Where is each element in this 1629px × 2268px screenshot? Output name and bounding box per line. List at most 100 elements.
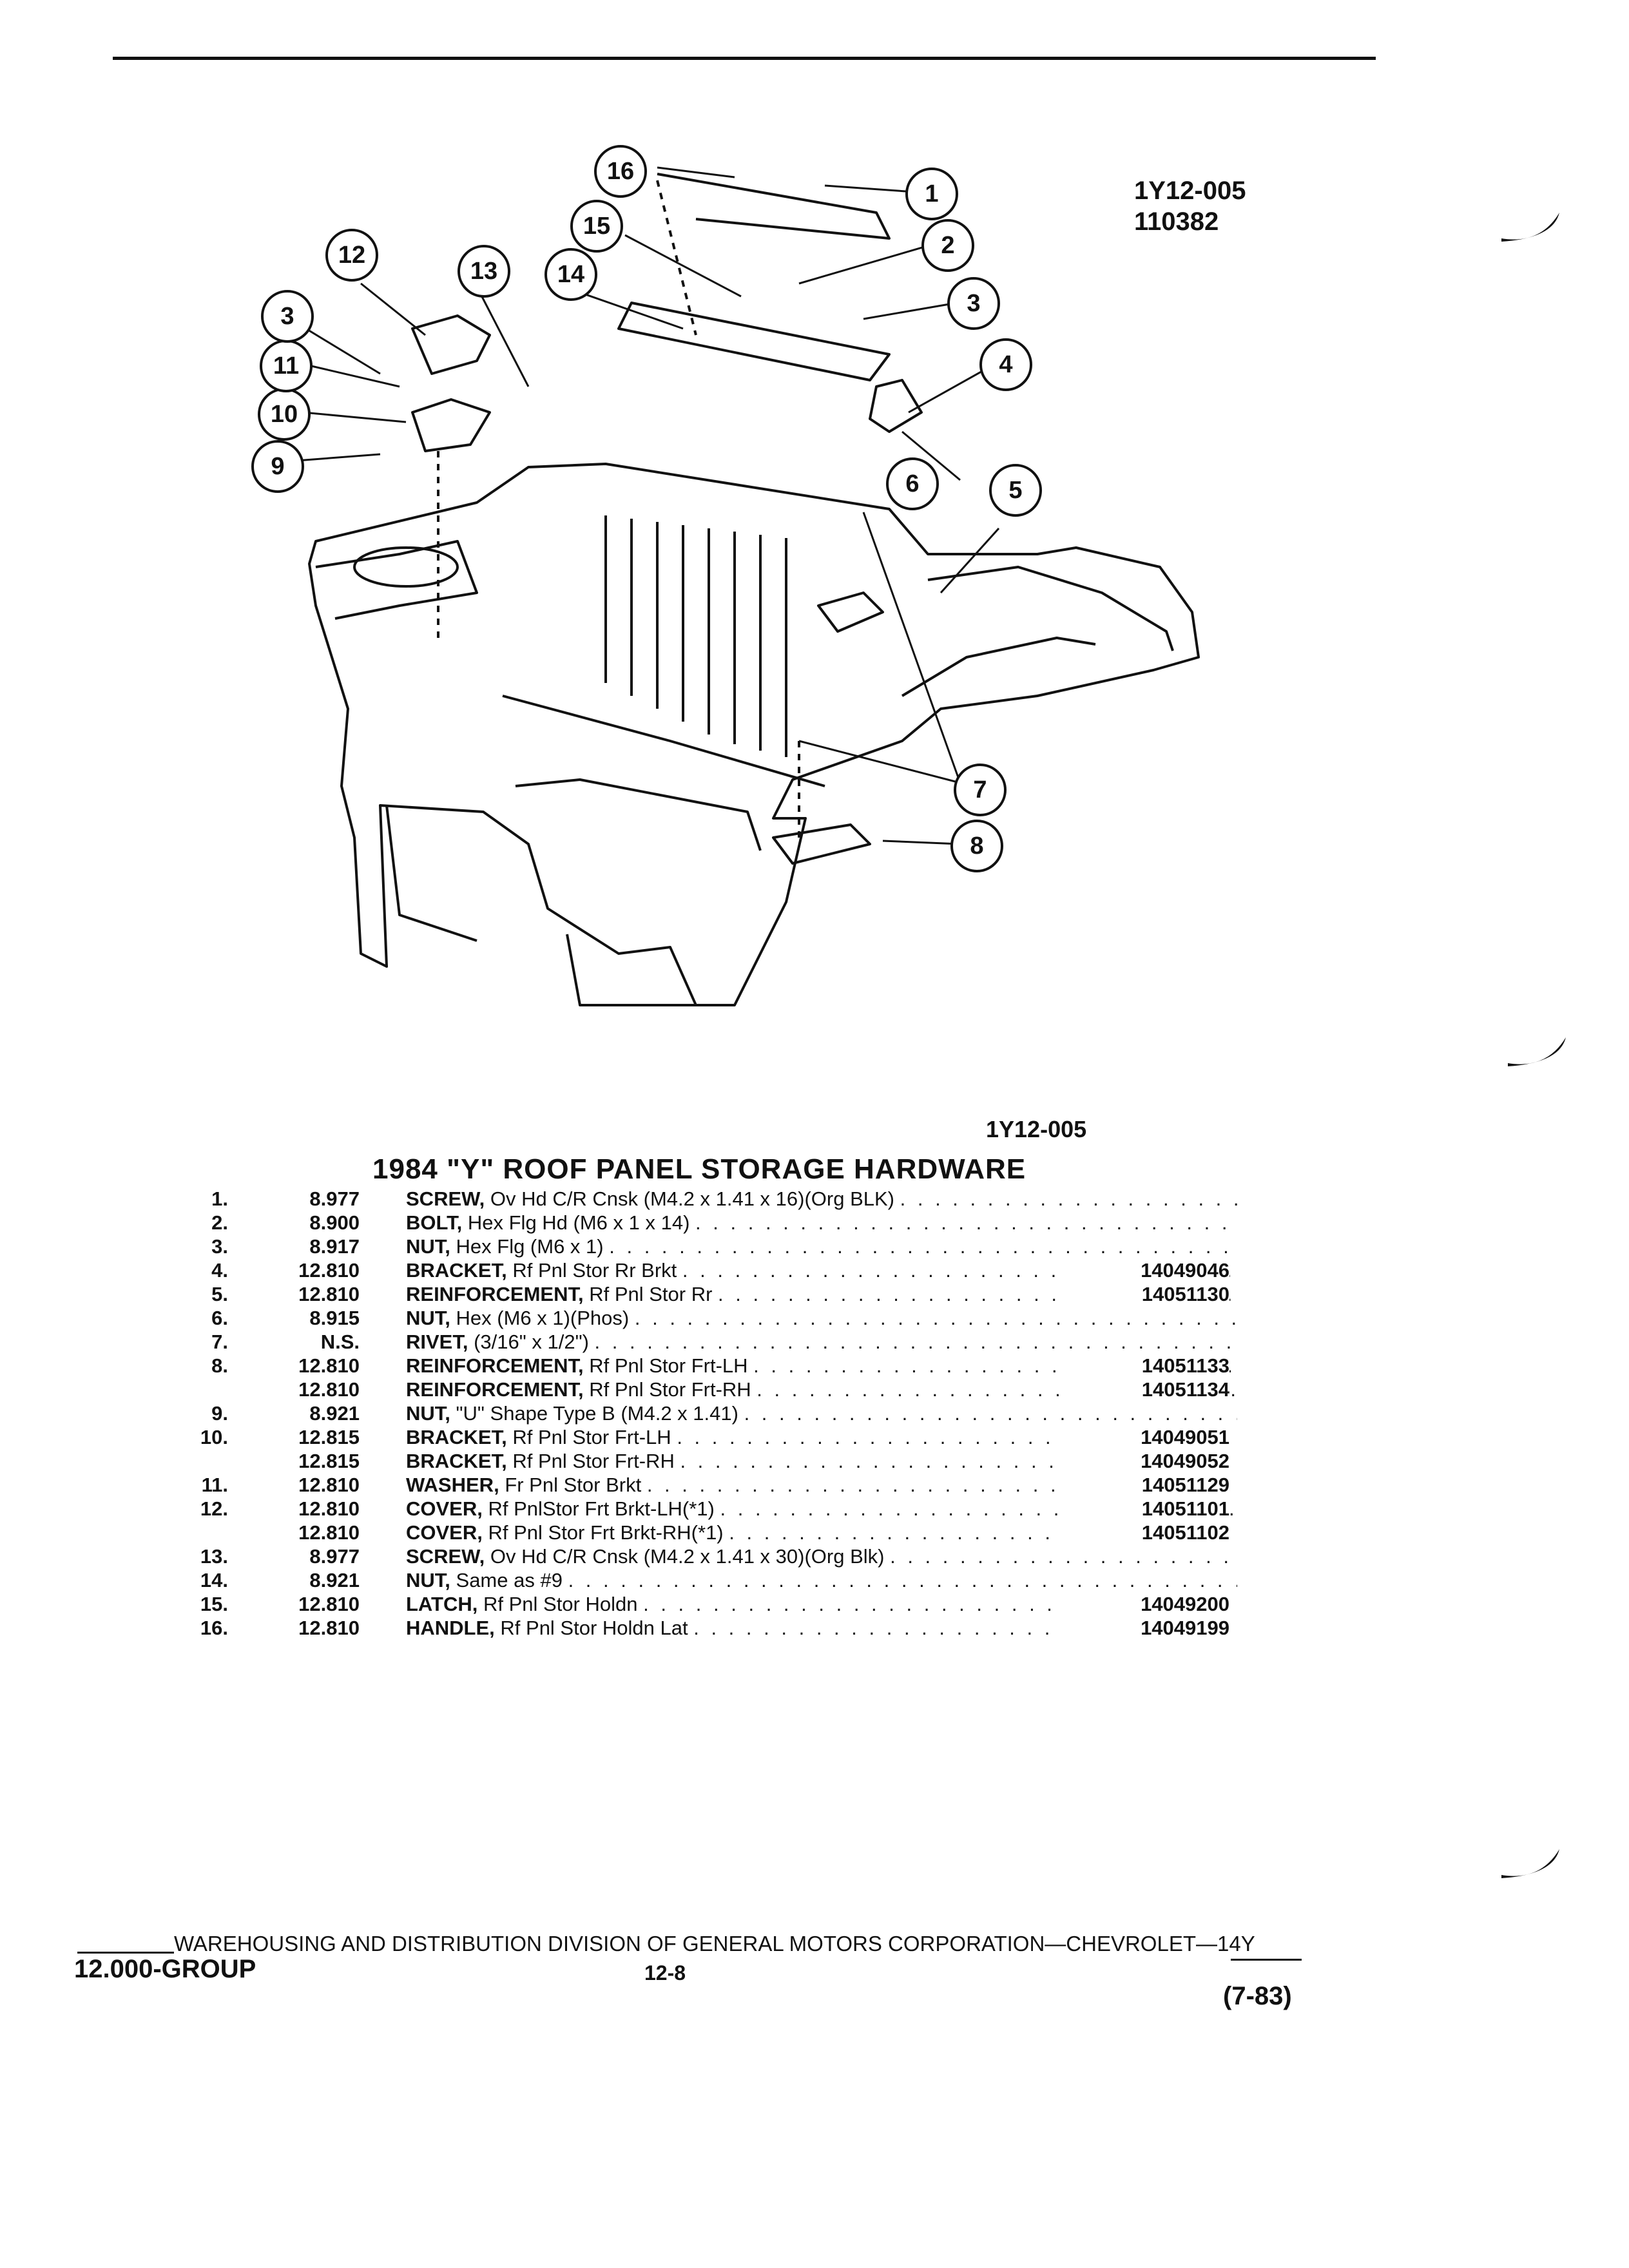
tub-floor-edge [502, 695, 825, 787]
right-bracket [869, 379, 923, 433]
part-detail: Rf Pnl Stor Holdn [483, 1593, 638, 1615]
tub-left-wing [315, 540, 478, 620]
part-detail: Rf Pnl Stor Frt Brkt-RH(*1) [488, 1521, 724, 1544]
callout-12: 12 [325, 229, 378, 282]
part-group: 12.810 [298, 1259, 360, 1282]
caption-code: 1Y12-005 [986, 1116, 1087, 1142]
part-name: HANDLE, [406, 1617, 495, 1639]
part-group: 12.815 [298, 1426, 360, 1448]
leader-line [863, 302, 958, 320]
part-detail: Hex Flg (M6 x 1) [456, 1235, 604, 1258]
part-detail: "U" Shape Type B (M4.2 x 1.41) [456, 1402, 738, 1425]
part-group: 8.900 [309, 1211, 360, 1234]
part-number: 15. [200, 1593, 228, 1615]
part-group: 12.810 [298, 1593, 360, 1615]
part-detail: Rf Pnl Stor Rr Brkt [512, 1259, 677, 1282]
part-group: 12.810 [298, 1283, 360, 1305]
top-rule [113, 57, 1376, 60]
footer-division-line: WAREHOUSING AND DISTRIBUTION DIVISION OF… [174, 1932, 1255, 1956]
part-catalog-number: 14051134 [1063, 1378, 1229, 1401]
leader-line [798, 244, 932, 285]
part-detail: Fr Pnl Stor Brkt [505, 1474, 642, 1496]
part-catalog-number: 14049199 [1063, 1616, 1229, 1640]
figure-code: 1Y12-005 [1134, 177, 1246, 205]
leader-dots: . . . . . . . . . . . . . . . . . . . . … [568, 1569, 1237, 1591]
part-catalog-number: 14049200 [1063, 1592, 1229, 1616]
leader-line [862, 512, 961, 783]
leader-dots: . . . . . . . . . . . . . . . . . . . . … [890, 1545, 1237, 1568]
leader-line [296, 453, 381, 462]
part-group: 8.921 [309, 1569, 360, 1591]
part-group: 8.921 [309, 1402, 360, 1425]
leader-line [940, 527, 1000, 594]
left-bracket [411, 398, 491, 452]
callout-13: 13 [458, 245, 510, 298]
part-number: 5. [211, 1283, 228, 1305]
part-number: 4. [211, 1259, 228, 1282]
part-name: NUT, [406, 1307, 450, 1329]
part-detail: Rf Pnl Stor Holdn Lat [500, 1617, 688, 1639]
part-description: BOLT, Hex Flg Hd (M6 x 1 x 14) . . . . .… [406, 1211, 1237, 1235]
callout-3b: 3 [261, 290, 314, 343]
part-catalog-number: 14051130 [1063, 1282, 1229, 1306]
part-number: 7. [211, 1331, 228, 1353]
tub-lower-leg [385, 805, 477, 942]
leader-line [302, 363, 400, 388]
part-name: COVER, [406, 1521, 483, 1544]
binder-mark [1508, 1037, 1566, 1066]
part-group: 8.917 [309, 1235, 360, 1258]
part-name: BRACKET, [406, 1450, 507, 1472]
part-description: SCREW, Ov Hd C/R Cnsk (M4.2 x 1.41 x 16)… [406, 1187, 1237, 1211]
binder-mark [1501, 213, 1559, 242]
part-group: 12.810 [298, 1617, 360, 1639]
part-row: 7. N.S. RIVET, (3/16" x 1/2") . . . . . . … [187, 1330, 1237, 1354]
footer-rule-right [1231, 1959, 1302, 1961]
part-number: 9. [211, 1402, 228, 1425]
callout-4: 4 [979, 338, 1032, 391]
part-description: NUT, Same as #9 . . . . . . . . . . . . … [406, 1568, 1237, 1592]
part-name: RIVET, [406, 1331, 468, 1353]
left-cover [411, 314, 491, 375]
part-catalog-number: 14049052 [1063, 1449, 1229, 1473]
footer-date: (7-83) [1223, 1982, 1292, 2010]
part-number: 12. [200, 1497, 228, 1520]
part-catalog-number: 14051133 [1063, 1354, 1229, 1378]
callout-15: 15 [570, 200, 623, 253]
part-description: RIVET, (3/16" x 1/2") . . . . . . . . . … [406, 1330, 1237, 1354]
part-detail: Same as #9 [456, 1569, 563, 1591]
part-group: N.S. [320, 1331, 360, 1353]
callout-2: 2 [921, 219, 974, 272]
part-detail: Rf Pnl Stor Frt-LH [512, 1426, 671, 1448]
callout-7: 7 [954, 764, 1007, 816]
callout-11: 11 [260, 340, 313, 392]
part-name: NUT, [406, 1569, 450, 1591]
leader-line [824, 184, 916, 193]
part-group: 8.977 [309, 1545, 360, 1568]
footer-rule-left [77, 1952, 174, 1954]
part-detail: Hex Flg Hd (M6 x 1 x 14) [467, 1211, 690, 1234]
part-detail: Rf Pnl Stor Frt-LH [589, 1354, 748, 1377]
leader-line [302, 411, 407, 423]
leader-dots: . . . . . . . . . . . . . . . . . . . . … [634, 1307, 1237, 1329]
part-name: SCREW, [406, 1545, 485, 1568]
callout-9: 9 [251, 440, 304, 493]
part-detail: Rf PnlStor Frt Brkt-LH(*1) [488, 1497, 715, 1520]
part-group: 12.810 [298, 1474, 360, 1496]
rear-reinforcement [617, 302, 891, 381]
part-name: REINFORCEMENT, [406, 1354, 584, 1377]
footer-page-number: 12-8 [644, 1961, 686, 1984]
leader-line [360, 282, 426, 336]
part-catalog-number: 14051102 [1063, 1521, 1229, 1544]
tub-floor-edge [515, 778, 762, 851]
part-detail: Rf Pnl Stor Frt-RH [512, 1450, 675, 1472]
part-number: 14. [200, 1569, 228, 1591]
part-catalog-number: 14049051 [1063, 1425, 1229, 1449]
